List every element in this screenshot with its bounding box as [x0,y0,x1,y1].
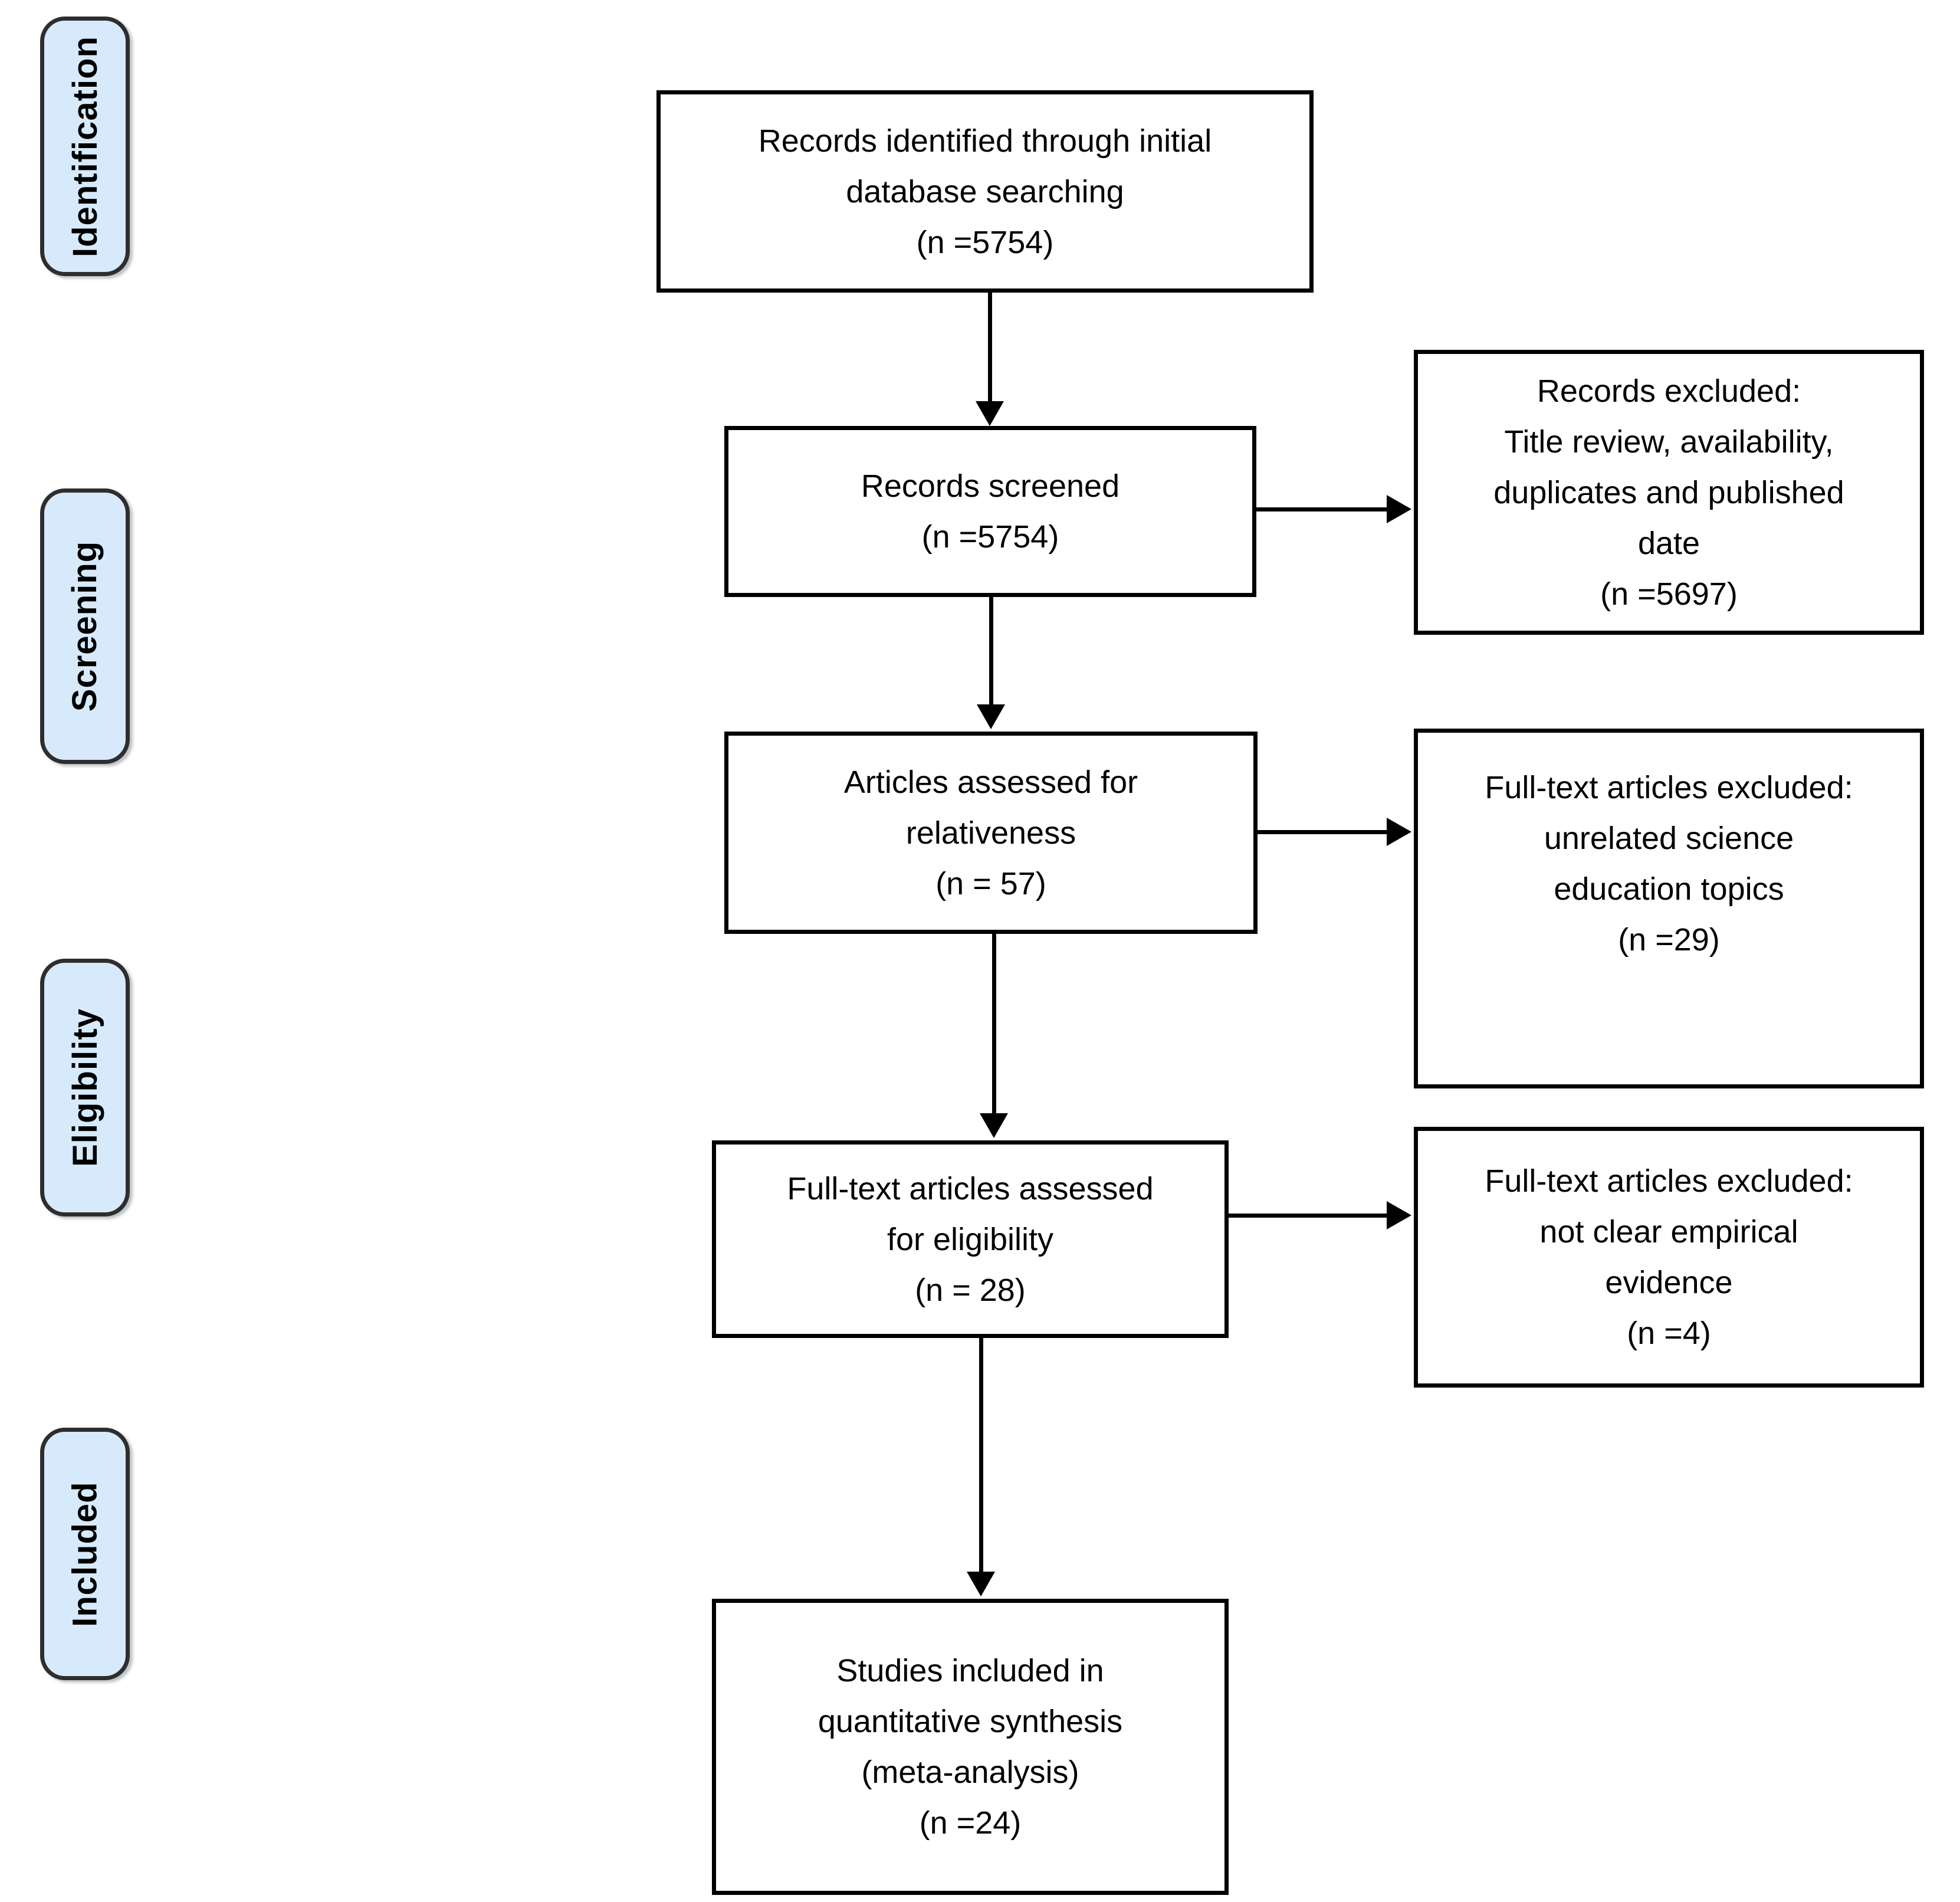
arrowhead-down-icon [980,1113,1008,1138]
box-line: education topics [1554,871,1784,907]
arrow-line-assessed-to-excluded [1258,830,1389,834]
box-line: database searching [846,173,1124,209]
box-articles-assessed: Articles assessed for relativeness (n = … [724,732,1258,934]
box-line: unrelated science [1544,821,1794,856]
stage-included: Included [40,1428,130,1680]
box-line: evidence [1605,1265,1733,1300]
box-line: Full-text articles excluded: [1485,1163,1853,1199]
box-line: (n =29) [1618,922,1720,957]
stage-identification-label: Identification [65,35,104,257]
arrow-line-fulltext-to-excluded [1229,1214,1389,1218]
arrowhead-down-icon [967,1572,995,1596]
box-line: Studies included in [836,1653,1104,1688]
box-line: Articles assessed for [843,764,1138,800]
box-records-excluded: Records excluded: Title review, availabi… [1414,350,1924,635]
arrow-line-fulltext-to-included [979,1338,983,1574]
box-line: Records excluded: [1537,373,1801,409]
box-line: Records identified through initial [758,123,1212,159]
box-line: Title review, availability, [1504,424,1834,460]
arrowhead-right-icon [1387,495,1411,523]
stage-identification: Identification [40,17,130,276]
arrow-line-screened-to-excluded [1256,507,1389,511]
box-line: (n =4) [1627,1316,1711,1351]
stage-eligibility: Eligibility [40,959,130,1216]
stage-eligibility-label: Eligibility [65,1008,104,1167]
box-line: not clear empirical [1539,1214,1798,1250]
arrowhead-down-icon [977,704,1005,729]
box-line: Records screened [861,468,1120,504]
box-line: (n =5754) [921,519,1059,555]
arrowhead-right-icon [1387,1201,1411,1229]
arrowhead-down-icon [976,401,1004,426]
arrow-line-screened-to-assessed [989,597,993,707]
box-line: quantitative synthesis [818,1704,1123,1739]
box-line: (n =24) [919,1805,1022,1841]
box-line: Full-text articles assessed [787,1170,1154,1206]
box-studies-included: Studies included in quantitative synthes… [712,1599,1229,1895]
arrow-line-identified-to-screened [988,293,992,404]
box-line: Full-text articles excluded: [1485,770,1853,805]
box-line: (n = 28) [915,1272,1026,1308]
box-fulltext-assessed: Full-text articles assessed for eligibil… [712,1140,1229,1338]
box-line: (meta-analysis) [861,1755,1079,1790]
box-records-identified: Records identified through initial datab… [656,90,1314,293]
box-line: for eligibility [887,1221,1054,1257]
box-line: (n =5697) [1600,576,1738,612]
box-records-screened: Records screened (n =5754) [724,426,1256,597]
box-line: (n =5754) [916,224,1054,260]
box-line: date [1637,525,1700,561]
box-fulltext-excluded-unrelated: Full-text articles excluded: unrelated s… [1414,729,1924,1088]
stage-included-label: Included [65,1481,104,1627]
box-fulltext-excluded-evidence: Full-text articles excluded: not clear e… [1414,1127,1924,1388]
stage-screening: Screening [40,488,130,764]
stage-screening-label: Screening [65,540,104,712]
box-line: duplicates and published [1493,474,1844,510]
arrowhead-right-icon [1387,818,1411,846]
box-line: (n = 57) [935,865,1046,901]
box-line: relativeness [905,815,1076,851]
arrow-line-assessed-to-fulltext [992,934,996,1116]
